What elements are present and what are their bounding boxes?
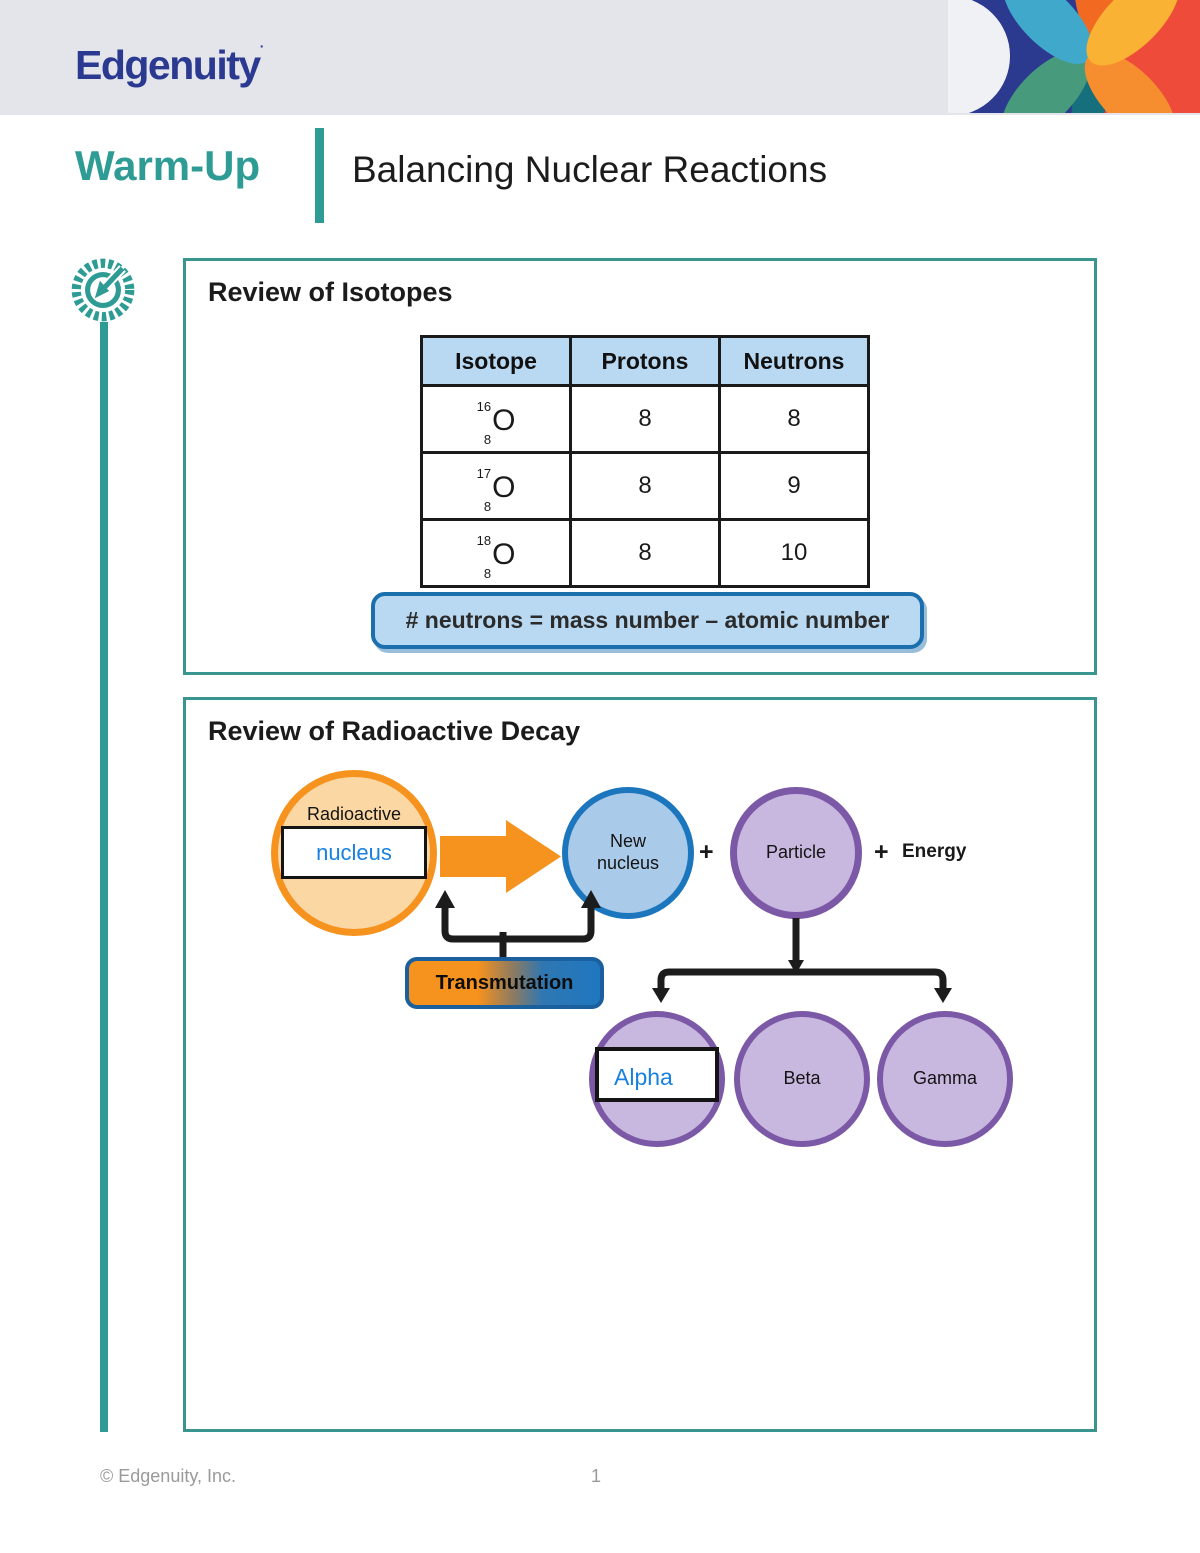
energy-label: Energy (902, 841, 967, 862)
footer-page-number: 1 (591, 1466, 602, 1486)
nuclide-notation: 16 8 O (477, 397, 516, 449)
mass-number: 16 (476, 398, 492, 414)
radioactive-label: Radioactive (306, 804, 402, 824)
table-row: 17 8 O 8 9 (420, 451, 870, 521)
warm-up-label: Warm-Up (75, 142, 261, 189)
element-symbol: O (492, 537, 516, 571)
isotopes-heading: Review of Isotopes (208, 277, 453, 307)
nucleus-answer-field[interactable]: nucleus (281, 826, 427, 879)
pinwheel-graphic-icon (948, 0, 1200, 113)
atomic-number: 8 (483, 431, 492, 447)
vertical-rail (100, 322, 108, 1432)
particle-label: Particle (765, 842, 827, 863)
isotopes-panel: Review of Isotopes Isotope Protons Neutr… (183, 258, 1097, 675)
header-bar: Edgenuity· (0, 0, 1200, 115)
alpha-answer-field[interactable]: Alpha (595, 1047, 719, 1102)
protons-cell: 8 (569, 384, 721, 454)
col-header-neutrons: Neutrons (718, 335, 870, 387)
col-header-protons: Protons (569, 335, 721, 387)
decay-panel: Review of Radioactive Decay Radioactive … (183, 697, 1097, 1432)
element-symbol: O (492, 403, 516, 437)
title-separator (315, 128, 324, 223)
neutrons-cell: 8 (718, 384, 870, 454)
nuclide-notation: 17 8 O (477, 464, 516, 516)
nuclide-notation: 18 8 O (477, 531, 516, 583)
table-row: 18 8 O 8 10 (420, 518, 870, 588)
page-title: Balancing Nuclear Reactions (352, 149, 828, 190)
brand-trademark-dot: · (259, 38, 265, 54)
particle-branch-arrows (652, 918, 952, 1003)
isotope-cell: 16 8 O (420, 384, 572, 454)
decay-heading: Review of Radioactive Decay (208, 716, 581, 746)
isotopes-table: Isotope Protons Neutrons 16 8 O 8 8 17 8 (420, 335, 870, 588)
neutron-formula-callout: # neutrons = mass number – atomic number (371, 592, 924, 649)
gamma-label: Gamma (912, 1068, 977, 1089)
beta-circle: Beta (734, 1011, 870, 1147)
atomic-number: 8 (483, 498, 492, 514)
table-row: 16 8 O 8 8 (420, 384, 870, 454)
protons-cell: 8 (569, 451, 721, 521)
atomic-number: 8 (483, 565, 492, 581)
element-symbol: O (492, 470, 516, 504)
new-nucleus-label: New nucleus (596, 831, 660, 873)
right-block-arrow-icon (440, 820, 561, 893)
target-icon (66, 253, 140, 327)
neutrons-answer-cell: 9 (718, 451, 870, 521)
new-nucleus-circle: New nucleus (562, 787, 694, 919)
footer-copyright: © Edgenuity, Inc. (100, 1466, 237, 1486)
beta-label: Beta (783, 1068, 821, 1089)
neutrons-cell: 10 (718, 518, 870, 588)
mass-number: 18 (476, 532, 492, 548)
gamma-circle: Gamma (877, 1011, 1013, 1147)
brand-text: Edgenuity (75, 42, 261, 88)
transmutation-button: Transmutation (405, 957, 604, 1009)
edgenuity-logo: Edgenuity· (75, 38, 264, 89)
plus-sign: + (699, 838, 714, 866)
plus-sign: + (874, 838, 889, 866)
table-header-row: Isotope Protons Neutrons (420, 335, 870, 387)
protons-answer-cell: 8 (569, 518, 721, 588)
isotope-cell: 18 8 O (420, 518, 572, 588)
col-header-isotope: Isotope (420, 335, 572, 387)
mass-number: 17 (476, 465, 492, 481)
particle-circle: Particle (730, 787, 862, 919)
isotope-cell: 17 8 O (420, 451, 572, 521)
